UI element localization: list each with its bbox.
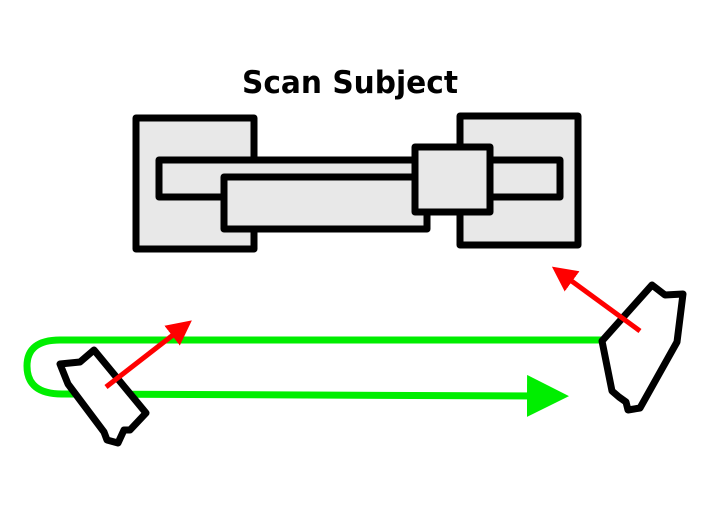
center-bar	[220, 173, 431, 233]
left-camera-direction-arrow	[104, 320, 192, 389]
left-camera-icon	[56, 346, 150, 447]
scan-path-arrow	[23, 336, 612, 417]
right-camera-icon	[598, 281, 687, 414]
center-square	[411, 143, 494, 216]
diagram-title: Scan Subject	[242, 65, 458, 101]
right-camera-direction-arrow	[551, 266, 642, 334]
scan-subject	[132, 112, 582, 253]
